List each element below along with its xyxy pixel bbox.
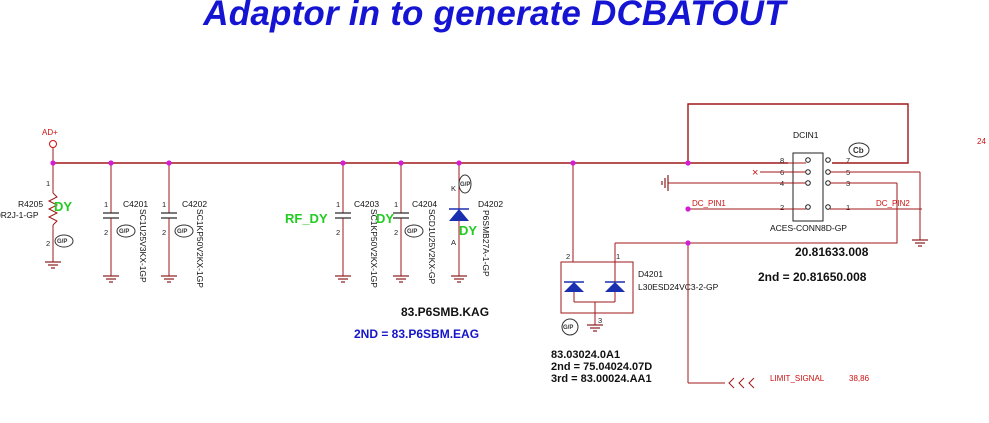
- svg-text:G/P: G/P: [119, 229, 129, 235]
- dcin1-part-number: 20.81633.008: [795, 245, 869, 259]
- d4201-2nd-part-number: 2nd = 75.04024.07D: [551, 361, 652, 373]
- d4202-ref: D4202: [478, 199, 503, 209]
- c4203-value: SC1KP50V2KX-1GP: [369, 209, 379, 288]
- c4203-pin1: 1: [336, 200, 340, 209]
- c4202-ref: C4202: [182, 199, 207, 209]
- dcin1-2nd-part-number: 2nd = 20.81650.008: [758, 270, 867, 284]
- c4204-dy-tag: DY: [376, 211, 394, 226]
- c4203-ref: C4203: [354, 199, 379, 209]
- svg-text:Cb: Cb: [853, 146, 864, 155]
- limit-signal-connector: LIMIT_SIGNAL 38,86: [728, 374, 870, 389]
- capacitor-c4203: C4203 1 2 SC1KP50V2KX-1GP RF_DY: [285, 163, 379, 288]
- schematic-title: Adaptor in to generate DCBATOUT: [203, 0, 786, 33]
- d4201-part-number: 83.03024.0A1: [551, 349, 620, 361]
- connector-dcin1: DCIN1 ACES-CONN8D-GP 8 6 4 2 7 5 3 1 × 2…: [752, 130, 869, 284]
- r4205-ref: R4205: [18, 199, 43, 209]
- dc-pin2-label: DC_PIN2: [876, 199, 910, 208]
- r4205-pin2: 2: [46, 239, 50, 248]
- c4201-stamp-icon: G/P: [116, 224, 136, 238]
- diode-d4201: D4201 L30ESD24VC3-2-GP 2 1 3 83.03024.0A…: [551, 163, 719, 385]
- connector-wiring: DC_PIN1 DC_PIN2: [615, 103, 922, 384]
- dcin1-no-connect-mark: ×: [752, 167, 758, 179]
- resistor-r4205: R4205 0R2J-1-GP 1 2 DY: [0, 163, 72, 262]
- c4201-pin1: 1: [104, 200, 108, 209]
- d4202-a-pin: A: [451, 238, 456, 247]
- c4201-ref: C4201: [123, 199, 148, 209]
- c4201-pin2: 2: [104, 228, 108, 237]
- approval-stamps: G/P G/P G/P G/P G/P G/P Cb: [54, 142, 870, 336]
- dcin1-pin7: 7: [846, 156, 850, 165]
- svg-text:G/P: G/P: [407, 229, 417, 235]
- c4203-pin2: 2: [336, 228, 340, 237]
- d4202-k-pin: K: [451, 184, 456, 193]
- r4205-stamp-icon: G/P: [54, 234, 74, 248]
- c4203-rf-dy-tag: RF_DY: [285, 211, 328, 226]
- ad-plus-net: AD+: [42, 128, 58, 163]
- r4205-pin1: 1: [46, 179, 50, 188]
- diode-d4202: D4202 K A P6SMB27A-1-GP DY 83.P6SMB.KAG …: [354, 163, 503, 341]
- dcin1-stamp-icon: Cb: [848, 142, 870, 158]
- dcin1-pin2: 2: [780, 203, 784, 212]
- edge-page-ref: 24: [977, 137, 986, 146]
- dcin1-ref: DCIN1: [793, 130, 819, 140]
- c4204-pin2: 2: [394, 228, 398, 237]
- c4204-ref: C4204: [412, 199, 437, 209]
- dcin1-value: ACES-CONN8D-GP: [770, 223, 847, 233]
- svg-text:G/P: G/P: [57, 239, 67, 245]
- c4202-pin2: 2: [162, 228, 166, 237]
- d4202-value: P6SMB27A-1-GP: [481, 210, 491, 277]
- d4202-part-number: 83.P6SMB.KAG: [401, 305, 489, 319]
- junction-dots: [50, 160, 691, 246]
- d4201-3rd-part-number: 3rd = 83.00024.AA1: [551, 373, 652, 385]
- capacitor-c4202: C4202 1 2 SC1KP50V2KX-1GP: [161, 163, 207, 288]
- dcin1-pin8: 8: [780, 156, 784, 165]
- r4205-dy-tag: DY: [54, 199, 72, 214]
- svg-text:G/P: G/P: [460, 182, 470, 188]
- d4201-stamp-icon: G/P: [561, 318, 579, 336]
- c4204-stamp-icon: G/P: [404, 224, 424, 238]
- d4202-dy-tag: DY: [459, 223, 477, 238]
- c4202-value: SC1KP50V2KX-1GP: [195, 209, 205, 288]
- c4204-value: SCD1U25V2KX-GP: [427, 209, 437, 284]
- d4201-pin1: 1: [616, 252, 620, 261]
- d4202-2nd-part-number: 2ND = 83.P6SBM.EAG: [354, 327, 479, 341]
- d4201-ref: D4201: [638, 269, 663, 279]
- d4201-pin2: 2: [566, 252, 570, 261]
- limit-signal-page-ref: 38,86: [849, 374, 870, 383]
- d4201-pin3: 3: [598, 316, 602, 325]
- capacitor-c4204: C4204 1 2 SCD1U25V2KX-GP DY: [376, 163, 437, 284]
- ad-plus-label: AD+: [42, 128, 58, 137]
- r4205-value: 0R2J-1-GP: [0, 210, 39, 220]
- svg-text:G/P: G/P: [177, 229, 187, 235]
- c4202-pin1: 1: [162, 200, 166, 209]
- dc-pin1-label: DC_PIN1: [692, 199, 726, 208]
- c4204-pin1: 1: [394, 200, 398, 209]
- c4201-value: SC1U25V3KX-1GP: [138, 209, 148, 283]
- ground-symbols: [45, 175, 928, 332]
- dcin1-pin1: 1: [846, 203, 850, 212]
- c4202-stamp-icon: G/P: [174, 224, 194, 238]
- svg-text:G/P: G/P: [563, 325, 573, 331]
- d4201-value: L30ESD24VC3-2-GP: [638, 282, 719, 292]
- limit-signal-label: LIMIT_SIGNAL: [770, 374, 825, 383]
- d4202-stamp-icon: G/P: [458, 174, 472, 194]
- capacitor-c4201: C4201 1 2 SC1U25V3KX-1GP: [103, 163, 148, 283]
